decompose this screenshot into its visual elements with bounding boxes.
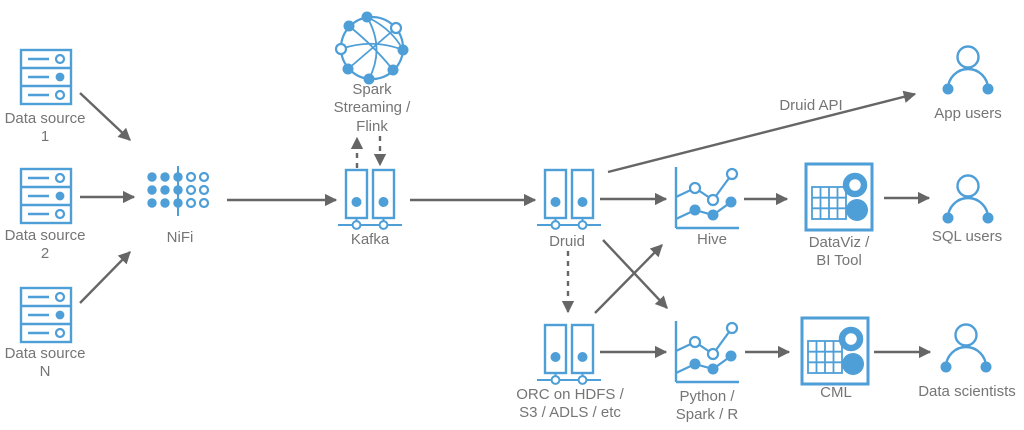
label-hive: Hive <box>696 231 727 248</box>
arrow-datasource1-nifi <box>79 92 131 141</box>
arrow-datasourcen-nifi <box>79 251 131 304</box>
label-data-scientists: Data scientists <box>918 383 1016 400</box>
label-app-users: App users <box>934 105 1002 122</box>
user-icon <box>941 45 995 96</box>
dashboard-icon <box>802 318 868 384</box>
label-data-source-n: Data source N <box>4 345 86 381</box>
line-chart-icon <box>674 319 741 384</box>
message-queue-icon <box>535 168 603 231</box>
label-data-source-1: Data source 1 <box>4 110 86 146</box>
label-data-source-2: Data source 2 <box>4 227 86 263</box>
label-cml: CML <box>820 384 852 401</box>
message-queue-icon <box>535 323 603 386</box>
server-icon <box>19 286 73 344</box>
dashboard-icon <box>806 164 872 230</box>
label-spark-streaming-flink: Spark Streaming / Flink <box>333 81 411 135</box>
arrow-orc-hive <box>594 244 663 314</box>
label-orc-storage: ORC on HDFS / S3 / ADLS / etc <box>516 386 624 422</box>
edge-arrows <box>79 90 932 359</box>
label-kafka: Kafka <box>350 231 390 248</box>
network-globe-icon <box>334 11 409 85</box>
label-nifi: NiFi <box>166 229 194 246</box>
arrow-druid-appusers <box>607 90 917 174</box>
message-queue-icon <box>336 168 404 231</box>
server-icon <box>19 48 73 106</box>
label-druid: Druid <box>549 233 585 250</box>
label-sql-users: SQL users <box>931 228 1003 245</box>
label-dataviz-bi-tool: DataViz / BI Tool <box>808 234 870 270</box>
flow-grid-icon <box>147 166 210 216</box>
user-icon <box>941 174 995 225</box>
label-python-spark-r: Python / Spark / R <box>675 388 739 424</box>
server-icon <box>19 167 73 225</box>
line-chart-icon <box>674 165 741 230</box>
user-icon <box>939 323 993 374</box>
label-druid-api: Druid API <box>779 97 843 114</box>
